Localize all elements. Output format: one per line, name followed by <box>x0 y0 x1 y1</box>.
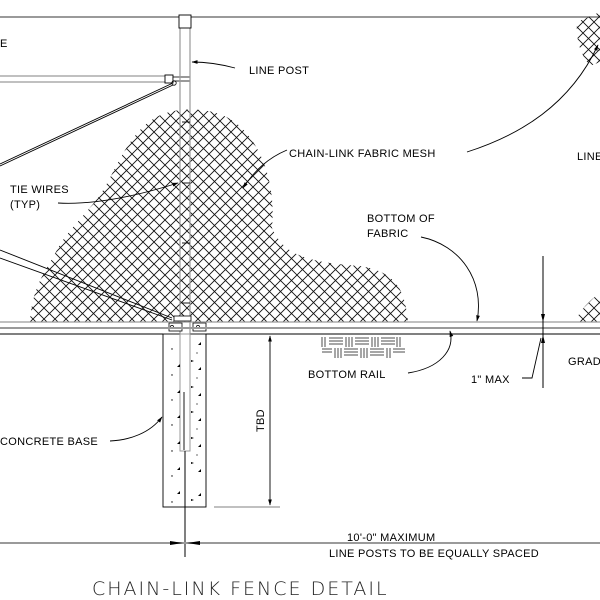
truss-rod <box>0 82 174 167</box>
bottom-rail-label: BOTTOM RAIL <box>308 369 386 381</box>
leader-lines <box>57 44 599 442</box>
one-inch-max-label: 1" MAX <box>471 374 510 386</box>
line-post-label: LINE POST <box>249 65 309 77</box>
concrete-base-label: CONCRETE BASE <box>0 436 98 448</box>
line-post <box>178 14 192 340</box>
tie-wires-typ-label: (TYP) <box>10 199 40 211</box>
left-edge-label: E <box>0 38 8 50</box>
tie-wires-label: TIE WIRES <box>10 184 69 196</box>
spacing-note-label: LINE POSTS TO BE EQUALLY SPACED <box>329 548 539 560</box>
drawing-title: CHAIN-LINK FENCE DETAIL <box>92 578 389 600</box>
spacing-dimension <box>0 541 600 545</box>
brace-rail <box>0 74 191 86</box>
chain-link-mesh <box>30 12 600 322</box>
one-inch-dimension <box>522 256 545 388</box>
depth-dimension <box>214 335 280 508</box>
bottom-rail-pipe <box>0 321 600 329</box>
spacing-label: 10'-0" MAXIMUM <box>347 532 435 544</box>
soil-hatch <box>321 337 405 358</box>
grade-label: GRAD <box>568 356 600 368</box>
depth-label: TBD <box>255 409 267 432</box>
bottom-of-fabric-label-2: FABRIC <box>367 228 409 240</box>
right-edge-label: LINE <box>577 151 600 163</box>
bottom-of-fabric-label: BOTTOM OF <box>367 213 435 225</box>
fabric-mesh-label: CHAIN-LINK FABRIC MESH <box>289 148 436 160</box>
